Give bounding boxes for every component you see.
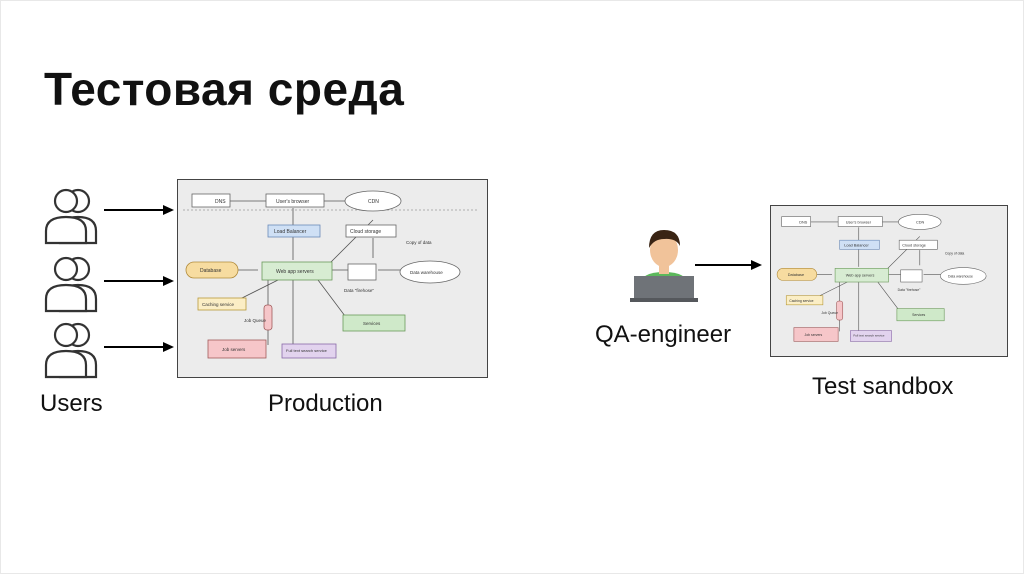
users-label: Users xyxy=(40,390,103,417)
node-database: Database xyxy=(200,268,222,274)
node-web-app: Web app servers xyxy=(846,274,875,278)
arrow-line xyxy=(104,280,164,282)
node-browser: User's browser xyxy=(276,199,310,205)
node-database: Database xyxy=(788,273,804,277)
node-web-app: Web app servers xyxy=(276,269,314,275)
arrow-head xyxy=(163,205,174,215)
copy-label: Copy of data xyxy=(406,240,432,245)
node-warehouse: Data warehouse xyxy=(410,270,443,275)
node-job-queue: Job Queue xyxy=(821,311,838,315)
copy-label: Copy of data xyxy=(945,252,964,256)
production-diagram: DNS User's browser CDN Load Balancer Clo… xyxy=(177,179,488,378)
sandbox-diagram: DNS User's browser CDN Load Balancer Clo… xyxy=(770,205,1008,357)
arrow-line xyxy=(695,264,752,266)
node-job-queue: Job Queue xyxy=(244,318,267,323)
production-label: Production xyxy=(268,390,383,417)
node-services: Services xyxy=(363,321,381,326)
node-full-text: Full text search service xyxy=(853,334,884,338)
node-job-servers: Job servers xyxy=(805,333,823,337)
user-icon xyxy=(44,256,98,313)
node-data-store: Data "firehose" xyxy=(344,288,374,293)
node-data-store: Data "firehose" xyxy=(898,288,922,292)
node-load-balancer: Load Balancer xyxy=(844,243,869,247)
node-job-servers: Job servers xyxy=(222,347,246,352)
node-cloud-storage: Cloud storage xyxy=(902,243,926,247)
node-browser: User's browser xyxy=(846,220,872,224)
node-full-text: Full text search service xyxy=(286,348,328,353)
page-title: Тестовая среда xyxy=(44,63,405,115)
node-load-balancer: Load Balancer xyxy=(274,229,307,235)
node-caching: Caching service xyxy=(789,299,813,303)
arrow-line xyxy=(104,346,164,348)
qa-engineer-label: QA-engineer xyxy=(595,321,732,348)
qa-engineer-icon xyxy=(630,230,698,302)
user-icon xyxy=(44,188,98,245)
architecture-diagram: DNS User's browser CDN Load Balancer Clo… xyxy=(183,190,478,359)
node-dns: DNS xyxy=(215,199,226,205)
node-cloud-storage: Cloud storage xyxy=(350,229,381,235)
arrow-head xyxy=(163,276,174,286)
arrow-head xyxy=(163,342,174,352)
node-cdn: CDN xyxy=(916,220,924,224)
sandbox-label: Test sandbox xyxy=(812,373,954,400)
user-icon xyxy=(44,322,98,379)
architecture-diagram: DNS User's browser CDN Load Balancer Clo… xyxy=(776,214,987,342)
node-warehouse: Data warehouse xyxy=(948,274,973,278)
node-services: Services xyxy=(912,313,925,317)
node-dns: DNS xyxy=(799,220,807,224)
node-caching: Caching service xyxy=(202,302,235,307)
node-cdn: CDN xyxy=(368,199,379,205)
arrow-line xyxy=(104,209,164,211)
arrow-head xyxy=(751,260,762,270)
